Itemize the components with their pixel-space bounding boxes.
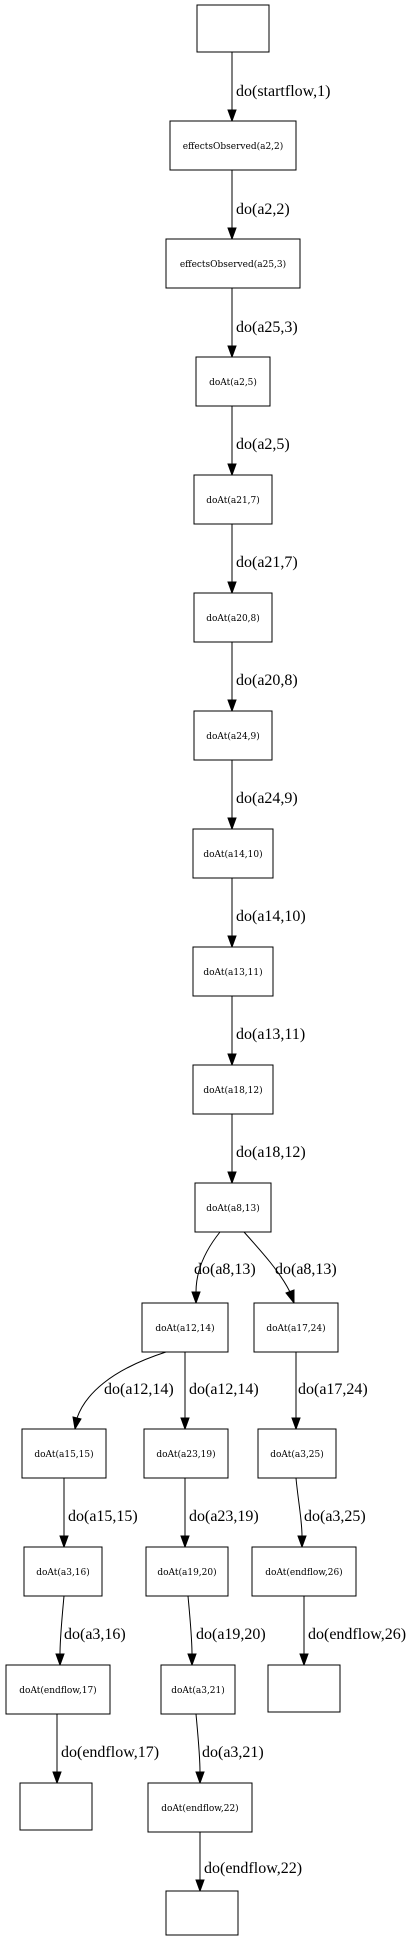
svg-text:doAt(a24,9): doAt(a24,9)	[206, 731, 260, 742]
node-end-17	[19, 1782, 93, 1831]
svg-text:doAt(endflow,26): doAt(endflow,26)	[265, 1567, 342, 1578]
edge-label: do(a24,9)	[236, 790, 298, 807]
svg-text:doAt(a3,25): doAt(a3,25)	[270, 1449, 324, 1460]
node-doat-a12-14: doAt(a12,14)	[141, 1302, 229, 1353]
edge-label: do(a3,16)	[64, 1626, 126, 1643]
edge-label: do(a20,8)	[236, 672, 298, 689]
node-doat-endflow-26: doAt(endflow,26)	[251, 1546, 357, 1597]
node-end-26	[267, 1664, 341, 1713]
edge-a2-5: do(a2,5)	[227, 406, 290, 477]
edge-a20-8: do(a20,8)	[227, 642, 298, 713]
node-start	[196, 4, 270, 53]
edge-endflow-17: do(endflow,17)	[52, 1714, 159, 1785]
node-doat-a23-19: doAt(a23,19)	[143, 1428, 229, 1479]
node-doat-a20-8: doAt(a20,8)	[193, 592, 273, 643]
edge-startflow-1: do(startflow,1)	[227, 52, 331, 123]
edge-label: do(a8,13)	[275, 1261, 337, 1278]
node-doat-a19-20: doAt(a19,20)	[145, 1546, 229, 1597]
node-end-22	[165, 1890, 239, 1936]
svg-text:doAt(endflow,22): doAt(endflow,22)	[161, 1803, 238, 1814]
node-effects-observed-a2-2: effectsObserved(a2,2)	[169, 120, 297, 171]
edge-a25-3: do(a25,3)	[227, 288, 298, 359]
svg-text:doAt(a8,13): doAt(a8,13)	[206, 1203, 260, 1214]
edge-label: do(a23,19)	[189, 1508, 259, 1525]
svg-text:doAt(a13,11): doAt(a13,11)	[203, 967, 262, 978]
svg-text:doAt(a14,10): doAt(a14,10)	[203, 849, 262, 860]
node-doat-a24-9: doAt(a24,9)	[193, 710, 273, 761]
edge-label: do(a14,10)	[236, 908, 306, 925]
svg-text:doAt(a2,5): doAt(a2,5)	[209, 377, 257, 388]
edge-label: do(a2,2)	[236, 201, 290, 218]
edge-label: do(a3,25)	[304, 1508, 366, 1525]
edge-a8-13-left: do(a8,13)	[191, 1231, 256, 1305]
edge-a3-21: do(a3,21)	[195, 1713, 264, 1785]
node-doat-a8-13: doAt(a8,13)	[194, 1182, 272, 1233]
svg-text:doAt(a18,12): doAt(a18,12)	[203, 1085, 262, 1096]
node-effects-observed-a25-3: effectsObserved(a25,3)	[165, 238, 301, 289]
svg-text:doAt(a20,8): doAt(a20,8)	[206, 613, 260, 624]
node-doat-a3-16: doAt(a3,16)	[23, 1546, 103, 1597]
edge-label: do(a19,20)	[196, 1626, 266, 1643]
node-doat-a18-12: doAt(a18,12)	[192, 1064, 274, 1115]
edge-label: do(a21,7)	[236, 554, 298, 571]
edge-a19-20: do(a19,20)	[187, 1595, 266, 1667]
svg-text:doAt(a19,20): doAt(a19,20)	[157, 1567, 216, 1578]
edge-label: do(startflow,1)	[236, 83, 331, 100]
node-doat-a3-25: doAt(a3,25)	[257, 1428, 337, 1479]
edge-a14-10: do(a14,10)	[227, 878, 306, 949]
node-doat-a2-5: doAt(a2,5)	[195, 356, 271, 407]
node-doat-endflow-22: doAt(endflow,22)	[147, 1782, 253, 1833]
svg-text:effectsObserved(a25,3): effectsObserved(a25,3)	[180, 259, 286, 270]
edge-a21-7: do(a21,7)	[227, 524, 298, 595]
svg-text:doAt(a23,19): doAt(a23,19)	[156, 1449, 215, 1460]
edge-a2-2: do(a2,2)	[227, 170, 290, 241]
edge-label: do(endflow,26)	[308, 1626, 406, 1643]
node-doat-a21-7: doAt(a21,7)	[193, 474, 273, 525]
edge-label: do(a17,24)	[298, 1381, 368, 1398]
edge-endflow-22: do(endflow,22)	[195, 1832, 302, 1893]
edge-label: do(endflow,17)	[61, 1744, 159, 1761]
edge-label: do(a15,15)	[68, 1508, 138, 1525]
svg-text:doAt(a3,21): doAt(a3,21)	[171, 1685, 225, 1696]
edge-a23-19: do(a23,19)	[180, 1478, 259, 1549]
edge-label: do(a12,14)	[189, 1381, 259, 1398]
edge-label: do(a25,3)	[236, 319, 298, 336]
edge-a3-16: do(a3,16)	[55, 1595, 126, 1667]
svg-text:doAt(a21,7): doAt(a21,7)	[206, 495, 260, 506]
svg-text:doAt(a3,16): doAt(a3,16)	[36, 1567, 90, 1578]
edge-a3-25: do(a3,25)	[295, 1477, 366, 1549]
edge-endflow-26: do(endflow,26)	[299, 1596, 406, 1667]
edge-label: do(a3,21)	[202, 1744, 264, 1761]
edge-a18-12: do(a18,12)	[227, 1114, 306, 1185]
edge-a12-14-right: do(a12,14)	[180, 1352, 259, 1431]
node-doat-a3-21: doAt(a3,21)	[160, 1664, 236, 1715]
node-doat-a14-10: doAt(a14,10)	[192, 828, 274, 879]
edge-a15-15: do(a15,15)	[59, 1478, 138, 1549]
svg-text:doAt(a15,15): doAt(a15,15)	[34, 1449, 93, 1460]
node-doat-a15-15: doAt(a15,15)	[21, 1428, 107, 1479]
edge-a8-13-right: do(a8,13)	[243, 1231, 337, 1305]
svg-text:effectsObserved(a2,2): effectsObserved(a2,2)	[183, 141, 284, 152]
node-doat-endflow-17: doAt(endflow,17)	[5, 1664, 111, 1715]
node-doat-a13-11: doAt(a13,11)	[192, 946, 274, 997]
svg-text:doAt(endflow,17): doAt(endflow,17)	[19, 1685, 96, 1696]
edge-a24-9: do(a24,9)	[227, 760, 298, 831]
edge-label: do(a18,12)	[236, 1144, 306, 1161]
svg-text:doAt(a17,24): doAt(a17,24)	[266, 1323, 325, 1334]
edge-label: do(a2,5)	[236, 436, 290, 453]
edge-a17-24: do(a17,24)	[291, 1352, 368, 1431]
edge-a13-11: do(a13,11)	[227, 996, 305, 1067]
svg-text:doAt(a12,14): doAt(a12,14)	[155, 1323, 214, 1334]
edge-a12-14-left: do(a12,14)	[72, 1351, 174, 1431]
edge-label: do(a13,11)	[236, 1026, 305, 1043]
edge-label: do(a12,14)	[104, 1381, 174, 1398]
edge-label: do(endflow,22)	[204, 1860, 302, 1877]
edge-label: do(a8,13)	[194, 1261, 256, 1278]
node-doat-a17-24: doAt(a17,24)	[253, 1302, 339, 1353]
